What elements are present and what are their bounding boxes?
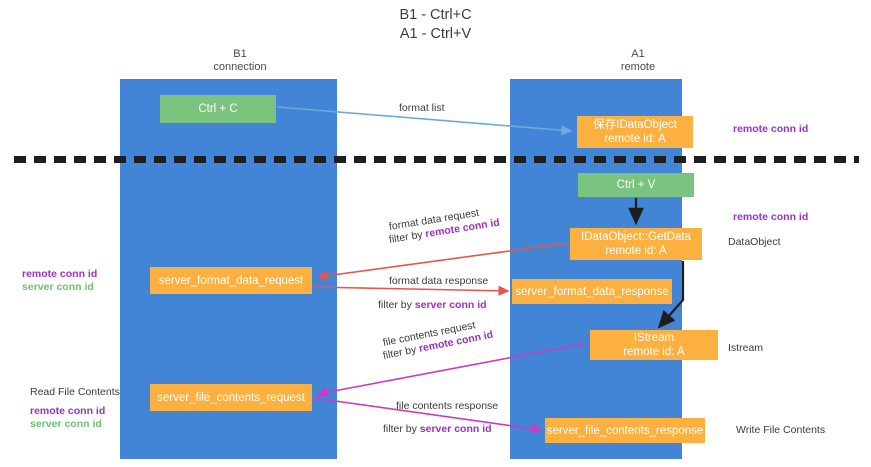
edge-label-file-contents-response-filter: filter by server conn id bbox=[383, 422, 492, 436]
node-idataobject-getdata[interactable]: IDataObject::GetData remote id: A bbox=[570, 228, 702, 260]
note-left-server-conn-id-2: server conn id bbox=[30, 418, 102, 430]
node-server-format-data-response-label: server_format_data_response bbox=[515, 285, 669, 298]
edge-label-file-contents-response: file contents response bbox=[396, 400, 499, 412]
note-read-file-contents: Read File Contents bbox=[30, 386, 120, 398]
column-b1-sub: connection bbox=[213, 61, 267, 73]
note-left-remote-conn-id-2: remote conn id bbox=[30, 405, 106, 417]
note-write-file-contents: Write File Contents bbox=[736, 424, 826, 436]
node-server-file-contents-request[interactable]: server_file_contents_request bbox=[150, 384, 312, 411]
note-left-conn-ids-top: remote conn id server conn id bbox=[22, 268, 97, 294]
filter-prefix: filter by bbox=[378, 299, 415, 311]
phase-separator-dashed-line bbox=[14, 156, 859, 163]
node-save-idataobject[interactable]: 保存IDataObject remote id: A bbox=[577, 116, 693, 148]
title-line-2: A1 - Ctrl+V bbox=[399, 26, 472, 42]
node-ctrl-c-label: Ctrl + C bbox=[198, 103, 238, 115]
column-b1-name: B1 bbox=[233, 48, 247, 60]
diagram-title: B1 - Ctrl+C A1 - Ctrl+V bbox=[0, 6, 871, 44]
filter-key-server-conn-id: server conn id bbox=[414, 299, 487, 311]
column-header-a1: A1 remote bbox=[548, 48, 728, 74]
note-remote-conn-id-mid: remote conn id bbox=[733, 211, 809, 223]
note-left-server-conn-id-1: server conn id bbox=[22, 281, 94, 293]
column-header-b1: B1 connection bbox=[150, 48, 330, 74]
filter-key-server-conn-id: server conn id bbox=[419, 423, 492, 435]
edge-label-format-data-response: format data response bbox=[389, 275, 489, 287]
column-a1-name: A1 bbox=[631, 48, 645, 60]
node-ctrl-c[interactable]: Ctrl + C bbox=[160, 95, 276, 123]
node-server-file-contents-response[interactable]: server_file_contents_response bbox=[545, 418, 705, 443]
node-ctrl-v[interactable]: Ctrl + V bbox=[578, 173, 694, 197]
node-istream-line1: IStream bbox=[633, 332, 675, 344]
filter-prefix: filter by bbox=[383, 423, 420, 435]
column-a1-sub: remote bbox=[620, 61, 656, 73]
node-server-format-data-response[interactable]: server_format_data_response bbox=[512, 279, 672, 304]
node-server-file-contents-request-label: server_file_contents_request bbox=[157, 391, 305, 404]
note-dataobject: DataObject bbox=[728, 236, 781, 248]
node-server-format-data-request[interactable]: server_format_data_request bbox=[150, 267, 312, 294]
node-server-format-data-request-label: server_format_data_request bbox=[158, 274, 304, 287]
node-ctrl-v-label: Ctrl + V bbox=[616, 179, 656, 191]
note-left-remote-conn-id-1: remote conn id bbox=[22, 268, 98, 280]
edge-label-format-data-response-filter: filter by server conn id bbox=[378, 298, 487, 312]
note-left-read-file-contents-group: Read File Contents remote conn id server… bbox=[30, 386, 120, 431]
node-save-idataobject-line2: remote id: A bbox=[604, 133, 666, 145]
edge-label-format-list: format list bbox=[399, 102, 445, 114]
title-line-1: B1 - Ctrl+C bbox=[399, 7, 472, 23]
note-istream: Istream bbox=[728, 342, 764, 354]
node-istream-line2: remote id: A bbox=[623, 346, 685, 358]
node-getdata-line1: IDataObject::GetData bbox=[581, 231, 691, 243]
node-istream[interactable]: IStream remote id: A bbox=[590, 330, 718, 360]
node-server-file-contents-response-label: server_file_contents_response bbox=[546, 424, 704, 437]
node-save-idataobject-line1: 保存IDataObject bbox=[593, 119, 677, 131]
note-remote-conn-id-top: remote conn id bbox=[733, 123, 809, 135]
node-getdata-line2: remote id: A bbox=[605, 245, 667, 257]
